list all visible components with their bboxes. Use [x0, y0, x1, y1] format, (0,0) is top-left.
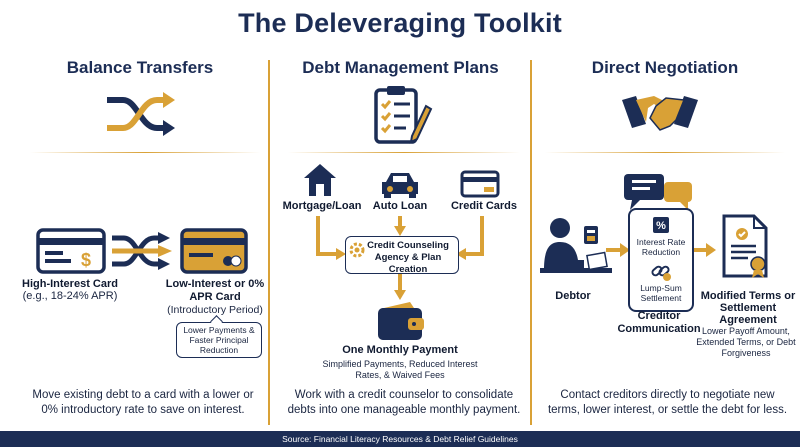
low-interest-card-icon: [180, 228, 248, 274]
creditor-communication-label: Creditor Communication: [617, 310, 701, 335]
certificate-document-icon: [722, 214, 768, 278]
chain-link-icon: [651, 265, 671, 281]
high-interest-card-icon: $: [36, 228, 106, 274]
column-divider: [530, 60, 532, 425]
lump-sum-settlement-label: Lump-Sum Settlement: [640, 283, 682, 303]
handshake-icon: [622, 96, 698, 131]
creditor-bubble: % Interest Rate Reduction Lump-Sum Settl…: [628, 208, 694, 312]
column-divider: [268, 60, 270, 425]
credit-cards-icon: [460, 170, 500, 198]
svg-text:%: %: [656, 220, 666, 232]
percent-document-icon: %: [653, 217, 669, 233]
debt-management-description: Work with a credit counselor to consolid…: [287, 389, 521, 416]
modified-terms-sub: Lower Payoff Amount, Extended Terms, or …: [696, 326, 796, 358]
car-icon: [382, 173, 418, 198]
gear-icon: [349, 242, 365, 258]
wallet-icon: [378, 302, 424, 340]
high-interest-card-label: High-Interest Card: [22, 278, 118, 290]
arrow-to-outcome: [694, 243, 716, 257]
balance-transfers-heading: Balance Transfers: [66, 58, 214, 77]
debtor-label: Debtor: [555, 290, 591, 302]
balance-transfers-description: Move existing debt to a card with a lowe…: [32, 389, 254, 416]
arrow-to-creditor: [606, 243, 630, 257]
direct-negotiation-description: Contact creditors directly to negotiate …: [547, 389, 788, 416]
credit-counseling-label: Credit Counseling Agency & Plan Creation: [367, 240, 449, 275]
high-interest-card-sub: (e.g., 18-24% APR): [22, 290, 118, 302]
page-title: The Deleveraging Toolkit: [238, 8, 562, 38]
low-interest-card-label: Low-Interest or 0% APR Card: [165, 278, 265, 303]
section-separator: [30, 152, 260, 153]
clipboard-checklist-icon: [374, 86, 433, 144]
debt-management-heading: Debt Management Plans: [302, 58, 499, 77]
interest-rate-reduction-label: Interest Rate Reduction: [636, 237, 686, 257]
house-icon: [304, 164, 336, 196]
benefit-text: Lower Payments & Faster Principal Reduct…: [183, 325, 255, 355]
benefit-callout: Lower Payments & Faster Principal Reduct…: [176, 322, 262, 358]
low-interest-card-sub: (Introductory Period): [167, 304, 263, 316]
svg-text:$: $: [81, 250, 91, 270]
section-separator: [545, 152, 785, 153]
source-label-auto-loan: Auto Loan: [372, 200, 428, 212]
modified-terms-label: Modified Terms or Settlement Agreement: [700, 290, 796, 326]
source-footer: Source: Financial Literacy Resources & D…: [0, 431, 800, 447]
one-monthly-payment-sub: Simplified Payments, Reduced Interest Ra…: [322, 359, 478, 380]
transfer-arrows-icon: [112, 232, 172, 270]
source-label-credit-cards: Credit Cards: [450, 200, 518, 212]
shuffle-icon: [107, 92, 175, 136]
credit-counseling-box: Credit Counseling Agency & Plan Creation: [345, 236, 459, 275]
direct-negotiation-heading: Direct Negotiation: [591, 58, 739, 77]
debtor-at-desk-icon: [540, 218, 612, 273]
chat-bubbles-icon: [624, 174, 692, 210]
one-monthly-payment-label: One Monthly Payment: [342, 344, 458, 356]
section-separator: [288, 152, 520, 153]
flow-arrows: [316, 216, 484, 300]
source-label-mortgage: Mortgage/Loan: [282, 200, 362, 212]
